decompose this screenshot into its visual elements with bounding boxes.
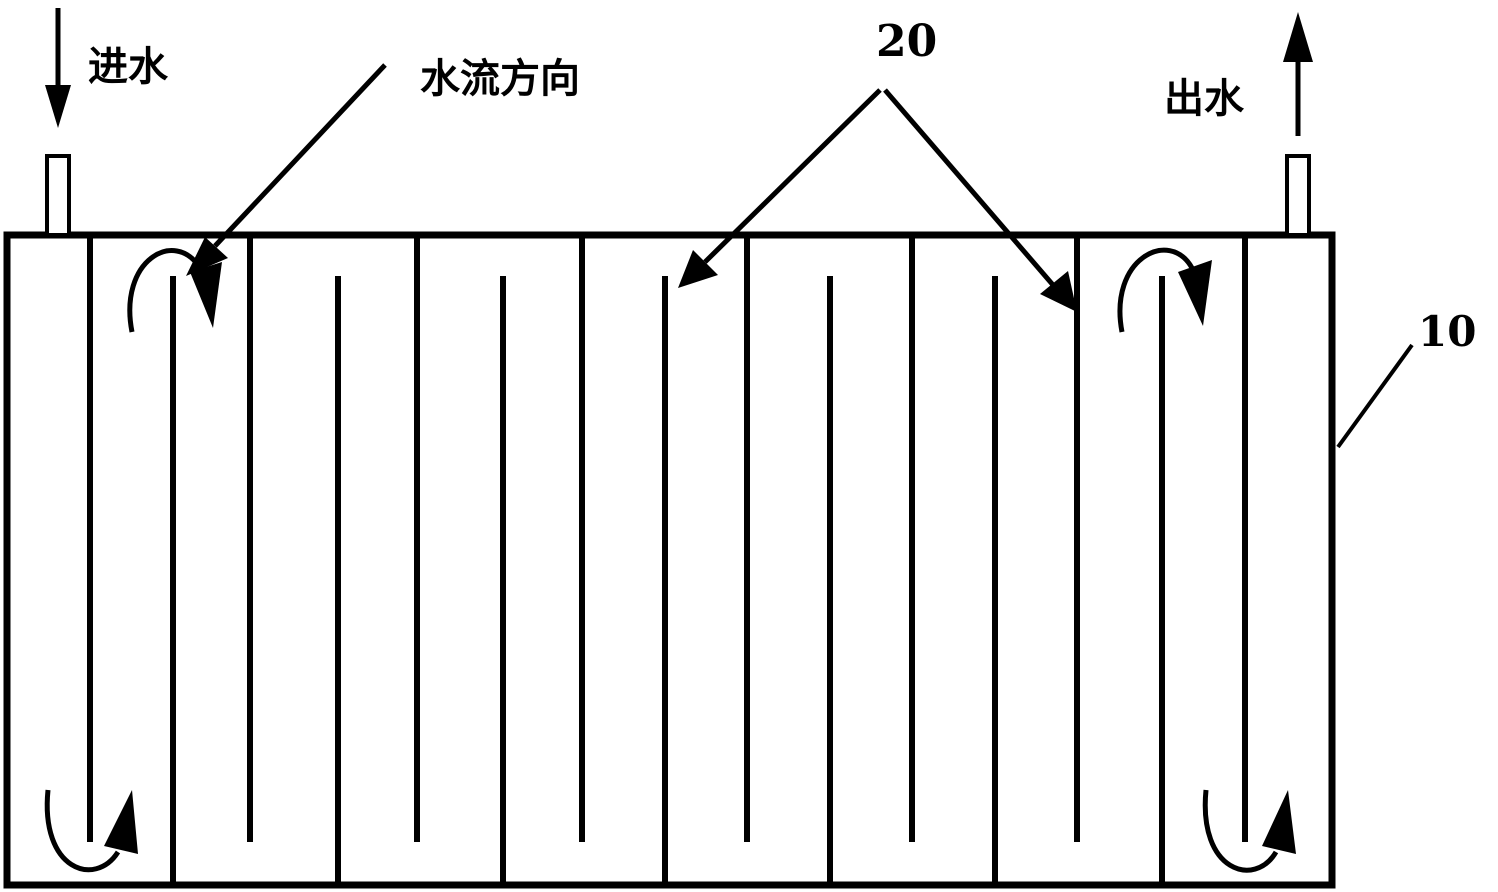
inlet-pipe [45,154,71,237]
flow-direction-label: 水流方向 [420,56,580,102]
flow-arrow-bottom-right-icon [1202,789,1296,873]
baffles-bottom-attached [170,276,1165,885]
flow-arrow-top-left-icon [127,248,222,333]
part-20-label: 20 [876,16,937,67]
inlet-arrow-icon [45,8,71,128]
outlet-arrow-icon [1283,12,1313,136]
part-10-leader-icon [1336,343,1414,449]
inlet-label: 进水 [88,44,169,90]
flow-arrow-top-right-icon [1117,247,1212,333]
baffles-top-attached [87,235,1248,842]
flow-direction-leader-icon [186,63,387,276]
outlet-label: 出水 [1164,76,1245,122]
flow-arrow-bottom-left-icon [44,789,138,873]
tank-outline [3,231,1336,889]
part-10-label: 10 [1418,307,1476,356]
part-20-leader-icon [678,88,1077,312]
outlet-pipe [1285,154,1311,237]
